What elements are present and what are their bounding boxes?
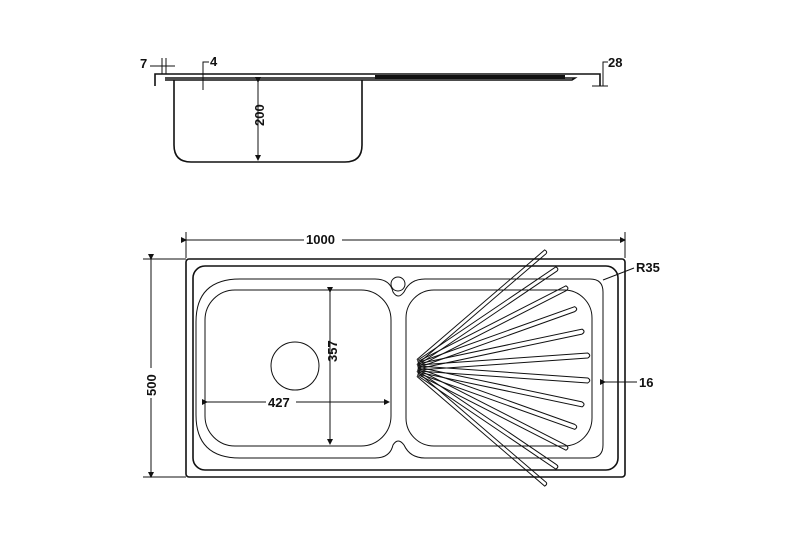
side-height-label: 28 xyxy=(608,55,622,70)
bowl xyxy=(204,289,392,447)
radius-leader xyxy=(602,267,635,281)
drainboard-rib xyxy=(417,285,569,368)
height-dimension-line xyxy=(592,61,608,87)
drainboard-rib xyxy=(417,365,591,384)
radius-label: R35 xyxy=(636,260,660,275)
drainboard-rib xyxy=(417,328,585,370)
side-rim xyxy=(154,73,601,86)
drainboard-rib xyxy=(417,366,585,408)
bowl-width-label: 427 xyxy=(268,395,290,410)
drainboard xyxy=(405,289,593,447)
top-view: 1000 500 357 427 R35 16 xyxy=(143,232,660,487)
drain-hole xyxy=(270,341,320,391)
drainboard-rib xyxy=(416,370,548,487)
depth-label: 500 xyxy=(144,374,159,396)
drainboard-rib xyxy=(416,369,559,470)
rim-label: 16 xyxy=(639,375,653,390)
side-top-surface xyxy=(165,77,578,81)
drainboard-rib xyxy=(416,249,548,366)
side-depth-label: 200 xyxy=(252,104,267,126)
side-thickness-label: 4 xyxy=(210,54,218,69)
bowl-drainboard-outline xyxy=(195,278,604,459)
tap-hole xyxy=(390,276,406,292)
drainboard-rib xyxy=(416,266,559,367)
inner-rim xyxy=(192,265,619,471)
bowl-length-label: 357 xyxy=(325,340,340,362)
drainboard-rib xyxy=(417,306,578,369)
side-bowl xyxy=(173,80,363,163)
drainboard-rib xyxy=(417,352,591,371)
drainboard-rib xyxy=(417,367,578,430)
side-lip-label: 7 xyxy=(140,56,147,71)
side-drainboard xyxy=(375,75,565,79)
width-label: 1000 xyxy=(306,232,335,247)
thickness-dimension-line xyxy=(202,61,209,90)
side-view: 200 7 4 28 xyxy=(140,54,622,163)
drainboard-ribs xyxy=(416,249,591,487)
drainboard-rib xyxy=(417,368,569,451)
outer-outline xyxy=(185,258,626,478)
